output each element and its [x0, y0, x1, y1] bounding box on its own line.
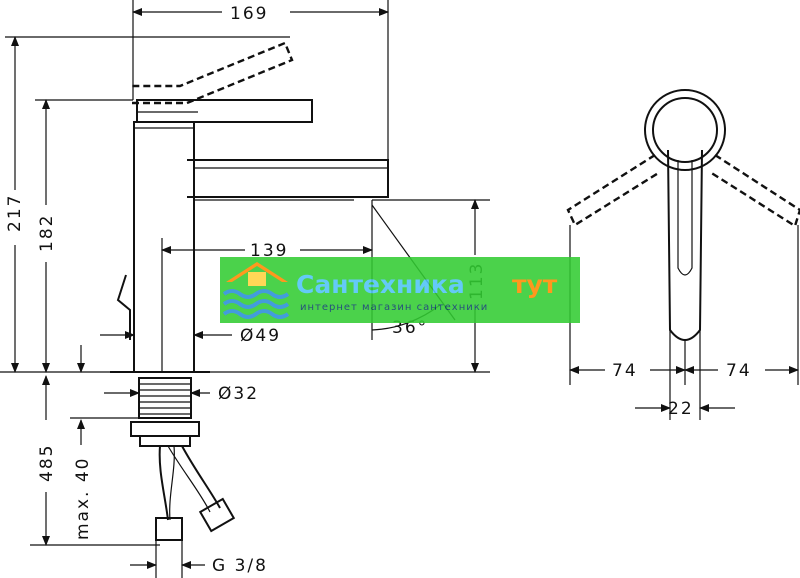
dim-side-right: 74: [726, 361, 752, 381]
watermark-brand-accent: тут: [512, 270, 558, 299]
handle-left-position: [566, 153, 661, 227]
lever-raised-outline: [132, 41, 294, 105]
top-view-body-inner: [652, 97, 718, 163]
dim-shank-diameter: Ø32: [218, 384, 259, 404]
dim-width-top: 169: [230, 4, 268, 24]
hose-end-left: [155, 517, 183, 541]
dim-under-length: 485: [37, 444, 57, 482]
threaded-shank: [138, 377, 192, 419]
lever-handle: [136, 99, 313, 123]
faucet-body: [133, 121, 195, 373]
hose-end-right: [198, 497, 236, 533]
dim-side-left: 74: [612, 361, 638, 381]
faucet-spout: [187, 159, 389, 198]
watermark-band: [220, 257, 580, 323]
house-water-logo: [222, 262, 290, 319]
dim-thread: G 3/8: [212, 556, 268, 576]
top-view-body-outer: [644, 89, 726, 171]
dim-handle-width: 22: [668, 399, 694, 419]
dim-height-total: 217: [5, 194, 25, 232]
hose-left: [158, 445, 169, 521]
shank-threads: [139, 383, 191, 415]
mounting-nut: [130, 421, 200, 437]
dim-body-diameter: Ø49: [240, 326, 281, 346]
watermark-tagline: интернет магазин сантехники: [300, 302, 488, 313]
top-view-handle: [667, 149, 703, 341]
popup-rod: [116, 274, 131, 340]
dim-max-thickness: max. 40: [73, 457, 93, 540]
faucet-front-view: [110, 41, 389, 541]
faucet-top-view: [566, 89, 800, 420]
dim-height-body: 182: [37, 214, 57, 252]
watermark: Сантехника тут интернет магазин сантехни…: [220, 257, 580, 323]
dim-spout-reach: 139: [250, 241, 288, 261]
watermark-brand-main: Сантехника: [296, 270, 465, 299]
handle-right-position: [709, 153, 800, 228]
